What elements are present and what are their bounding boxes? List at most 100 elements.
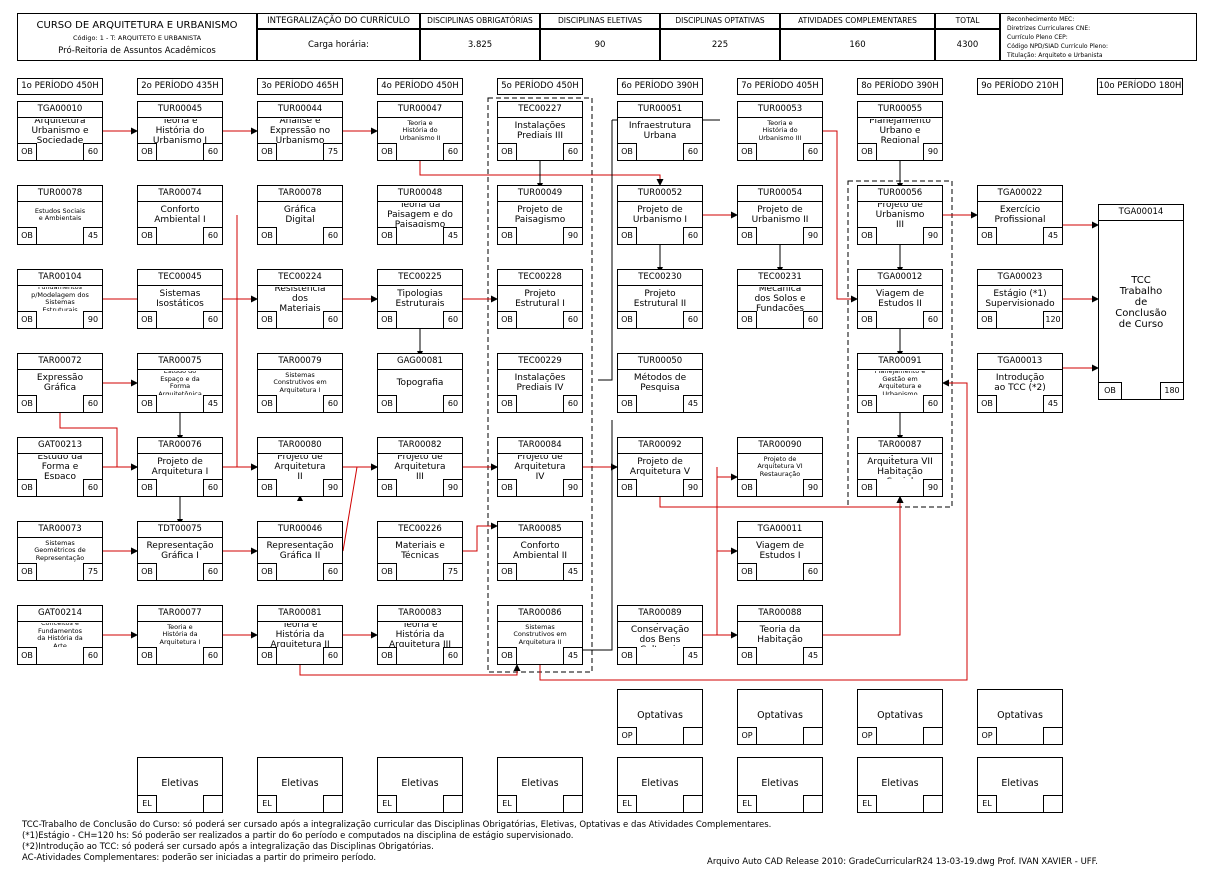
course-type: OB: [738, 647, 757, 664]
hours-cell: [923, 727, 942, 744]
course-hours: 60: [83, 143, 102, 160]
header-col-label: TOTAL: [935, 13, 1000, 29]
eletivas-type: EL: [258, 795, 277, 812]
eletivas-label: Eletivas: [761, 778, 799, 789]
course-box[interactable]: TAR00087Projeto de Arquitetura VII Habit…: [857, 437, 943, 497]
info-line: Código NPD/SIAD Currículo Pleno:: [1007, 43, 1108, 50]
course-type: OB: [858, 479, 877, 496]
course-type: OB: [498, 227, 517, 244]
hours-cell: [203, 795, 222, 812]
course-type: OB: [498, 395, 517, 412]
course-hours: 90: [443, 479, 462, 496]
course-code: TAR00074: [138, 186, 222, 202]
course-code: TUR00044: [258, 102, 342, 118]
course-type: OB: [138, 395, 157, 412]
header-col-text: DISCIPLINAS OPTATIVAS: [675, 16, 765, 25]
course-hours: 45: [563, 563, 582, 580]
course-code: TUR00078: [18, 186, 102, 202]
course-type: OB: [738, 311, 757, 328]
course-name: Projeto de Arquitetura VII Habitação Soc…: [867, 455, 933, 479]
footer-credit: Arquivo Auto CAD Release 2010: GradeCurr…: [707, 857, 1098, 867]
course-code: TAR00076: [138, 438, 222, 454]
course-hours: 60: [563, 143, 582, 160]
course-hours: 90: [923, 227, 942, 244]
course-code: TGA00010: [18, 102, 102, 118]
course-type: OB: [378, 311, 397, 328]
optativas-type: OP: [858, 727, 877, 744]
course-name: Conforto Ambiental I: [154, 205, 206, 225]
course-box[interactable]: TAR00089Princípios da Conservação dos Be…: [617, 605, 703, 665]
prereq-arrow: [823, 496, 904, 636]
course-hours: 60: [683, 143, 702, 160]
course-name: Topografia: [396, 378, 444, 388]
eletivas-type: EL: [618, 795, 637, 812]
